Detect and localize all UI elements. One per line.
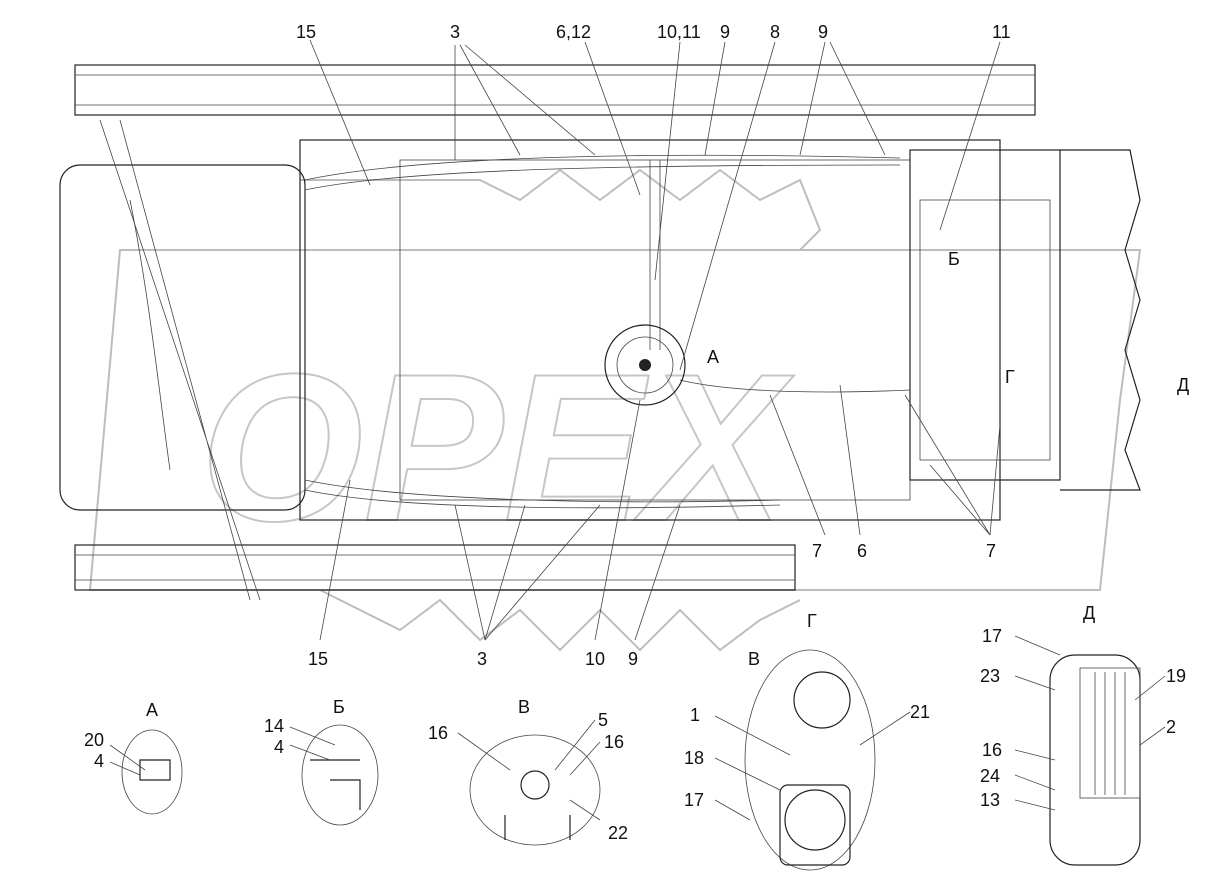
detail-g-label-21: 21 xyxy=(910,702,931,722)
detail-g-label-18: 18 xyxy=(684,748,705,768)
callout-6: 6 xyxy=(857,541,868,561)
view-marker-g: Г xyxy=(1005,367,1015,387)
callout-8: 8 xyxy=(770,22,781,42)
callout-15-bottom: 15 xyxy=(308,649,329,669)
callout-3-top: 3 xyxy=(450,22,461,42)
track-bottom xyxy=(74,544,796,591)
callout-10-11: 10,11 xyxy=(657,22,701,42)
detail-d-label-23: 23 xyxy=(980,666,1001,686)
main-frame xyxy=(59,139,1141,521)
callout-15-top: 15 xyxy=(296,22,317,42)
callout-7-a: 7 xyxy=(812,541,823,561)
detail-v-drawing xyxy=(457,719,601,846)
detail-v-label-16-right: 16 xyxy=(604,732,625,752)
detail-d-label-17: 17 xyxy=(982,626,1003,646)
view-label-g: Г xyxy=(807,611,817,631)
leader-lines xyxy=(309,39,1001,641)
detail-b-label-4: 4 xyxy=(274,737,285,757)
view-label-v: В xyxy=(748,649,761,669)
detail-v-title: В xyxy=(518,697,531,717)
hose-lines xyxy=(99,119,911,601)
detail-a-label-20: 20 xyxy=(84,730,105,750)
detail-v-label-22: 22 xyxy=(608,823,629,843)
detail-v-label-5: 5 xyxy=(598,710,609,730)
callout-11: 11 xyxy=(992,22,1011,42)
detail-b-label-14: 14 xyxy=(264,716,285,736)
detail-d-label-16: 16 xyxy=(982,740,1003,760)
track-top xyxy=(74,64,1036,116)
view-marker-a: А xyxy=(707,347,720,367)
detail-b-title: Б xyxy=(333,697,345,717)
detail-v-label-16-left: 16 xyxy=(428,723,449,743)
callout-10: 10 xyxy=(585,649,606,669)
detail-g-label-1: 1 xyxy=(690,705,701,725)
view-marker-b: Б xyxy=(948,249,960,269)
detail-d-label-2: 2 xyxy=(1166,717,1177,737)
watermark-text: OPEX xyxy=(200,330,794,565)
callout-9-top-b: 9 xyxy=(818,22,829,42)
view-marker-d: Д xyxy=(1177,375,1190,395)
callout-6-12: 6,12 xyxy=(556,22,592,42)
detail-g-label-17: 17 xyxy=(684,790,705,810)
detail-a-title: А xyxy=(146,700,159,720)
detail-g-drawing xyxy=(714,649,911,871)
callout-9-top-a: 9 xyxy=(720,22,731,42)
detail-a-label-4: 4 xyxy=(94,751,105,771)
central-hub xyxy=(604,324,686,406)
watermark-graphic: OPEX xyxy=(88,168,1142,652)
detail-d-drawing xyxy=(1014,635,1166,866)
detail-d-label-19: 19 xyxy=(1166,666,1187,686)
callout-7-b: 7 xyxy=(986,541,997,561)
detail-d-label-24: 24 xyxy=(980,766,1001,786)
view-label-d: Д xyxy=(1083,603,1096,623)
detail-d-label-13: 13 xyxy=(980,790,1001,810)
callout-3-bottom: 3 xyxy=(477,649,488,669)
callout-9-bottom: 9 xyxy=(628,649,639,669)
detail-a-drawing xyxy=(109,729,183,815)
detail-b-drawing xyxy=(289,724,379,826)
